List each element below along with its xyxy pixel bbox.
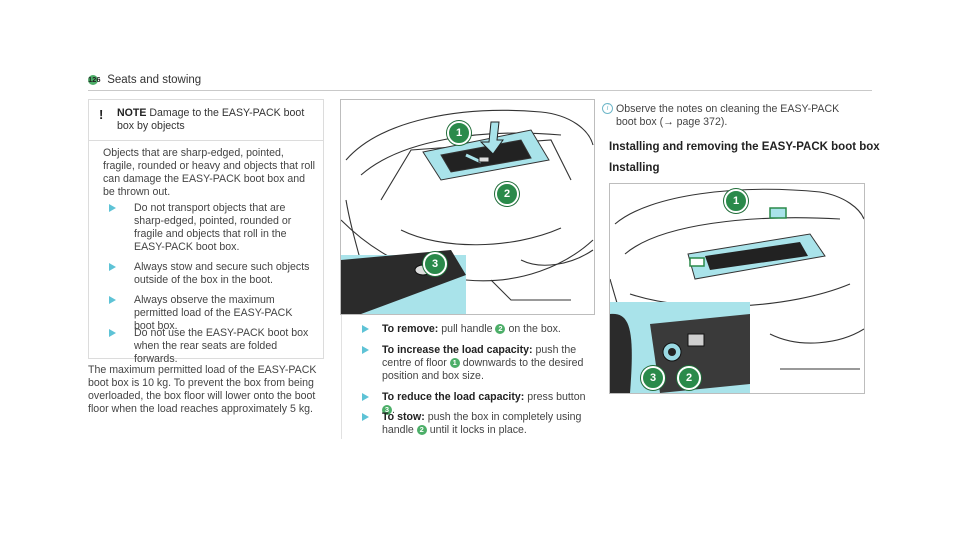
note-box: ! NOTE Damage to the EASY-PACK boot box … [88,99,324,365]
callout-badge-1: 1 [724,189,748,213]
note-title: NOTE Damage to the EASY-PACK boot box by… [117,107,315,133]
note-header: ! NOTE Damage to the EASY-PACK boot box … [89,100,323,141]
bullet-arrow-icon [109,204,116,212]
callout-badge-3: 3 [423,252,447,276]
ref-number: 2 [416,425,427,435]
bullet-arrow-icon [362,413,369,421]
note-label: NOTE [117,107,147,119]
info-icon: i [602,103,613,114]
info-text: Observe the notes on cleaning the EASY-P… [616,103,840,128]
page-number: 126 [88,75,101,85]
subsection-heading: Installing [609,162,660,174]
section-title: Seats and stowing [107,74,202,86]
note-title-text: Damage to the EASY-PACK boot box by obje… [117,107,305,132]
ref-number: 2 [495,324,506,334]
bullet-arrow-icon [109,296,116,304]
callout-badge-2: 2 [677,366,701,390]
steps-divider [341,315,342,439]
header-divider [88,90,872,91]
boot-illustration-2 [610,188,864,393]
bullet-arrow-icon [109,263,116,271]
bullet-arrow-icon [109,329,116,337]
section-heading: Installing and removing the EASY-PACK bo… [609,141,880,153]
note-body: Objects that are sharp-edged, pointed, f… [103,147,316,198]
boot-box-figure-install: 1 3 2 [609,183,865,394]
callout-badge-3: 3 [641,366,665,390]
ref-number: 3 [382,405,392,415]
ref-number: 1 [449,358,460,368]
load-paragraph: The maximum permitted load of the EASY-P… [88,364,317,415]
page-header: 126 Seats and stowing [88,74,201,86]
callout-badge-1: 1 [447,121,471,145]
info-note: i Observe the notes on cleaning the EASY… [602,103,861,129]
boot-box-figure-remove: 1 2 3 [340,99,595,315]
warning-icon: ! [99,107,104,122]
bullet-arrow-icon [362,393,369,401]
bullet-arrow-icon [362,325,369,333]
bullet-arrow-icon [362,346,369,354]
callout-badge-2: 2 [495,182,519,206]
